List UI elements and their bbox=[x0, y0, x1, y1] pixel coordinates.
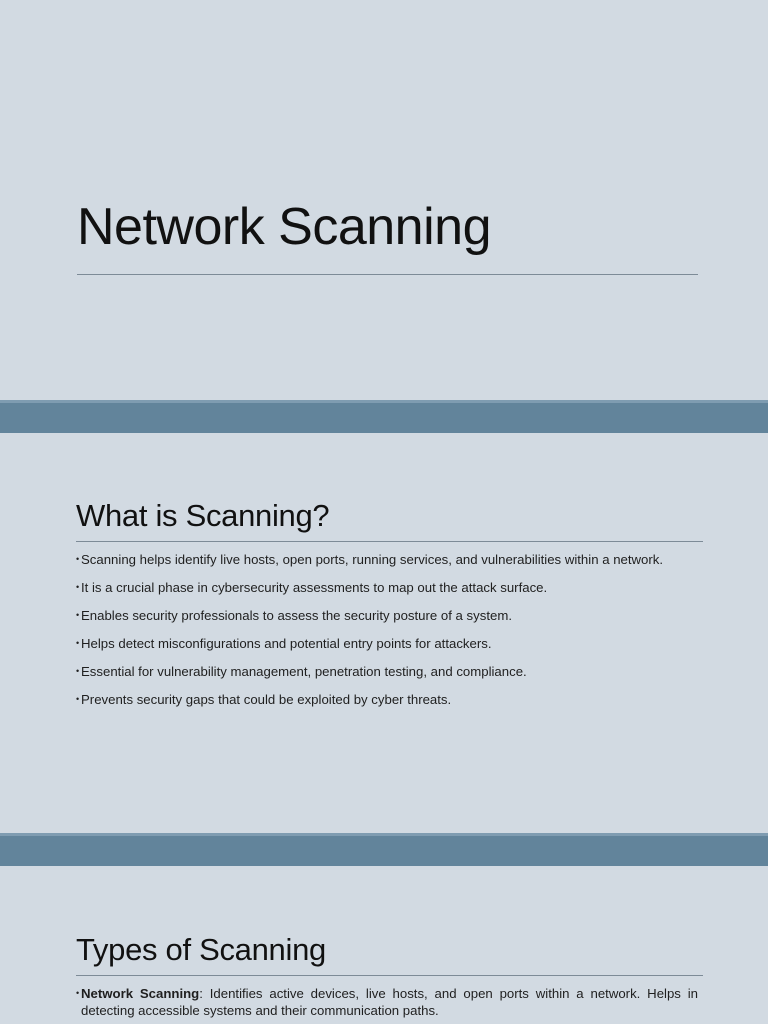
title-underline bbox=[77, 274, 698, 275]
slide-what-is-scanning: What is Scanning? Scanning helps identif… bbox=[0, 433, 768, 833]
list-item: Helps detect misconfigurations and poten… bbox=[76, 635, 698, 652]
list-item: Scanning helps identify live hosts, open… bbox=[76, 551, 698, 568]
slide-title: Network Scanning bbox=[0, 0, 768, 400]
list-item: It is a crucial phase in cybersecurity a… bbox=[76, 579, 698, 596]
slide-1-title: Network Scanning bbox=[77, 198, 492, 256]
bullet-term: Network Scanning bbox=[81, 986, 200, 1001]
list-item: Prevents security gaps that could be exp… bbox=[76, 691, 698, 708]
slide-3-title: Types of Scanning bbox=[76, 932, 326, 967]
list-item: Network Scanning: Identifies active devi… bbox=[76, 985, 698, 1019]
list-item: Enables security professionals to assess… bbox=[76, 607, 698, 624]
bullet-text: : Identifies active devices, live hosts,… bbox=[81, 986, 699, 1018]
heading-underline bbox=[76, 975, 703, 976]
slide-types-of-scanning: Types of Scanning Network Scanning: Iden… bbox=[0, 866, 768, 1024]
slide-separator bbox=[0, 400, 768, 433]
slide-separator bbox=[0, 833, 768, 866]
heading-underline bbox=[76, 541, 703, 542]
list-item: Essential for vulnerability management, … bbox=[76, 663, 698, 680]
slide-2-title: What is Scanning? bbox=[76, 498, 330, 533]
bullet-list: Scanning helps identify live hosts, open… bbox=[76, 551, 698, 719]
bullet-list: Network Scanning: Identifies active devi… bbox=[76, 985, 698, 1024]
